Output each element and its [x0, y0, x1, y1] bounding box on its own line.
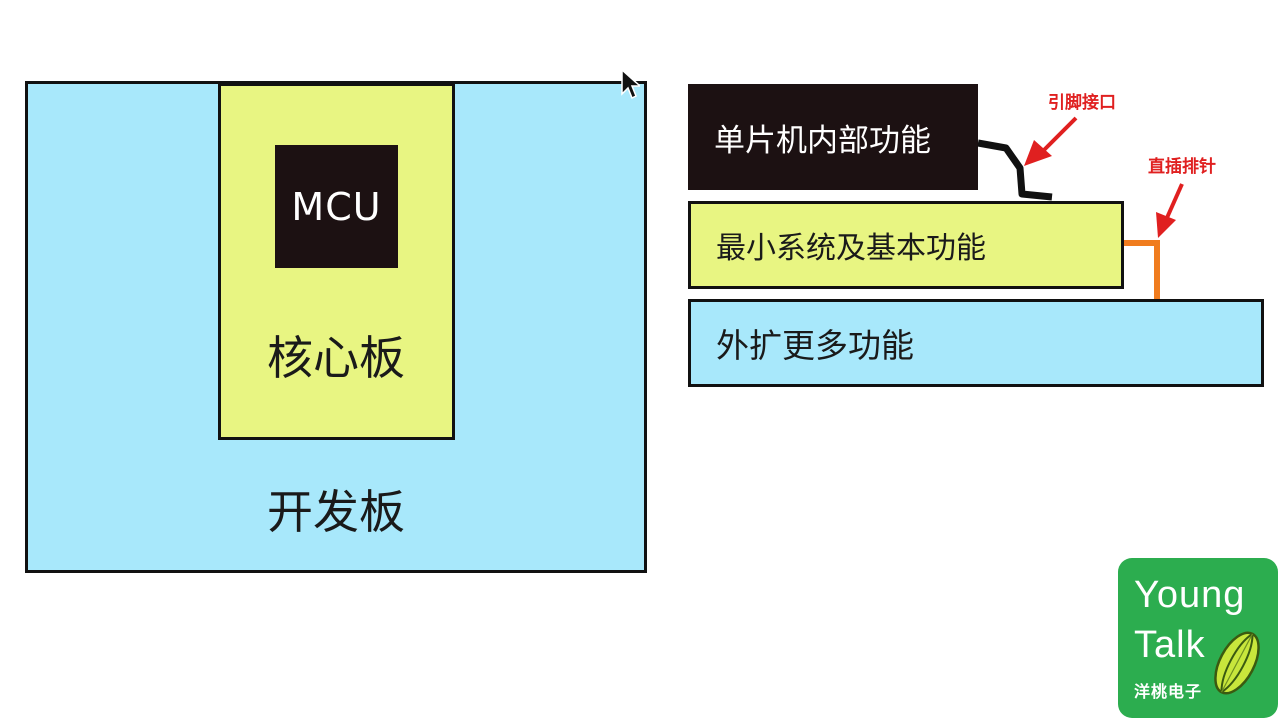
layer-expansion-label: 外扩更多功能: [716, 326, 914, 365]
mcu-chip: MCU: [275, 145, 398, 268]
layer-expansion: 外扩更多功能: [688, 299, 1264, 387]
young-talk-logo: Young Talk 洋桃电子: [1118, 558, 1278, 718]
header-arrow-shaft: [1164, 183, 1184, 221]
pins-annotation: 引脚接口: [1048, 93, 1116, 113]
mouse-cursor-icon: [621, 68, 640, 100]
pins-arrow-head: [1024, 140, 1052, 166]
layer-mcu-internal: 单片机内部功能: [688, 84, 978, 190]
layer-minimum-system: 最小系统及基本功能: [688, 201, 1124, 289]
core-board-label: 核心板: [267, 331, 405, 385]
layer-minimum-system-label: 最小系统及基本功能: [716, 231, 986, 266]
header-arrow-head: [1156, 212, 1176, 238]
header-annotation: 直插排针: [1148, 157, 1216, 177]
starfruit-icon: [1214, 631, 1260, 695]
layer-mcu-internal-label: 单片机内部功能: [714, 122, 931, 159]
logo-talk-text: Talk: [1134, 624, 1206, 666]
logo-young-text: Young: [1134, 574, 1246, 616]
dev-board-label: 开发板: [267, 485, 405, 539]
pin-connector-line: [977, 139, 1053, 201]
mcu-label: MCU: [291, 184, 382, 229]
header-connector-line: [1124, 240, 1160, 299]
logo-chinese-text: 洋桃电子: [1134, 682, 1203, 701]
pins-arrow-shaft: [1042, 116, 1078, 152]
